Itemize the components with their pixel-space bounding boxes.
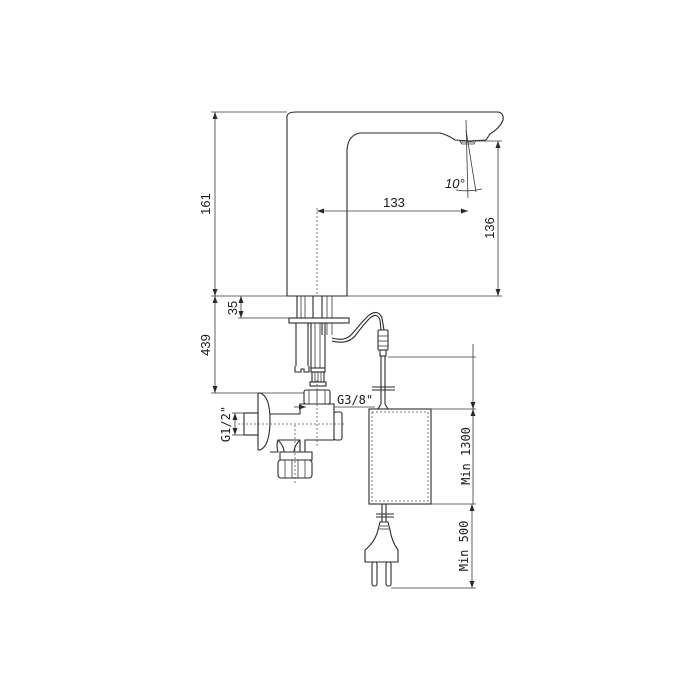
- dimension-overall-height: 161: [198, 111, 287, 297]
- mounting-shank: [288, 296, 350, 387]
- mounting-depth-label: 35: [225, 301, 240, 315]
- dimension-outlet-thread: G3/8": [294, 393, 375, 410]
- dimension-cable-upper: Min 1300: [388, 344, 476, 504]
- spray-angle-indicator: 10°: [445, 119, 483, 199]
- spout-height-label: 136: [482, 217, 497, 239]
- dimension-mounting-depth: 35: [225, 296, 289, 319]
- spray-angle-label: 10°: [445, 176, 465, 191]
- spout-reach-label: 133: [383, 195, 405, 210]
- inlet-thread-label: G1/2": [219, 406, 233, 442]
- overall-height-label: 161: [198, 193, 213, 215]
- cable-upper-label: Min 1300: [459, 427, 473, 485]
- dimension-spout-reach: 133: [316, 195, 468, 296]
- dimension-spout-height: 136: [347, 140, 502, 297]
- dimension-hose-length: 439: [198, 296, 310, 394]
- sensor-cable: [331, 311, 395, 410]
- angle-valve: [238, 380, 346, 484]
- outlet-thread-label: G3/8": [337, 393, 373, 407]
- dimension-cable-lower: Min 500: [391, 503, 476, 589]
- dimension-inlet-thread: G1/2": [219, 406, 244, 442]
- power-plug: [364, 504, 399, 587]
- hose-length-label: 439: [198, 334, 213, 356]
- cable-lower-label: Min 500: [457, 521, 471, 572]
- power-supply-box: [368, 408, 432, 505]
